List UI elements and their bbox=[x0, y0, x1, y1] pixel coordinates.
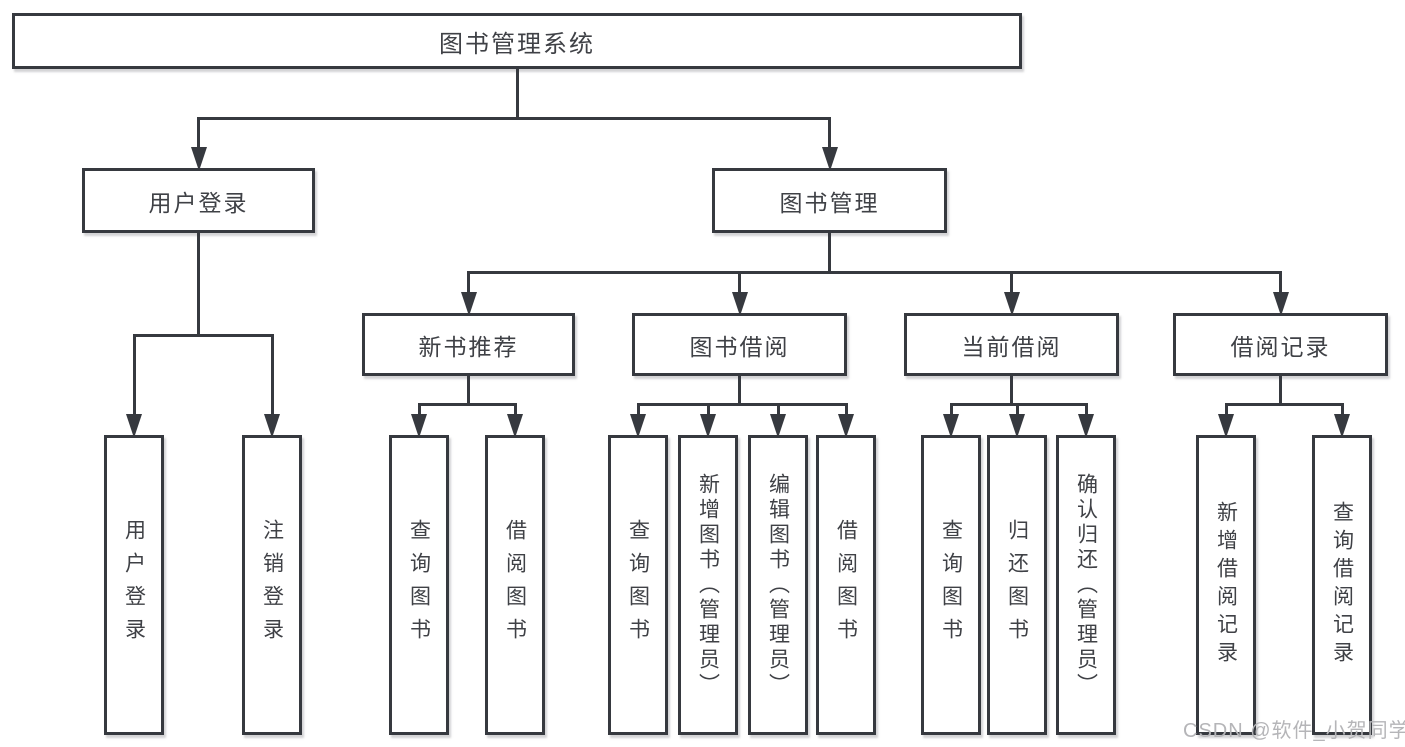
arrowhead-down-icon bbox=[821, 147, 838, 171]
node-logout: 注销登录 bbox=[242, 435, 302, 735]
connector-hline bbox=[636, 402, 848, 406]
node-borrow-books-2: 借阅图书 bbox=[816, 435, 876, 735]
arrowhead-down-icon bbox=[411, 414, 427, 438]
connector-hline bbox=[417, 402, 517, 406]
connector-vline bbox=[417, 404, 421, 415]
node-label-logout: 注销登录 bbox=[260, 519, 284, 651]
node-label-query-books-1: 查询图书 bbox=[407, 519, 431, 651]
node-query-borrow-record: 查询借阅记录 bbox=[1312, 435, 1372, 735]
connector-vline bbox=[1015, 404, 1019, 415]
node-query-books-3: 查询图书 bbox=[921, 435, 981, 735]
arrowhead-down-icon bbox=[1218, 414, 1234, 438]
node-label-query-borrow-record: 查询借阅记录 bbox=[1330, 501, 1354, 669]
connector-vline bbox=[1340, 404, 1344, 415]
node-label-borrow-records: 借阅记录 bbox=[1230, 333, 1331, 360]
connector-hline bbox=[949, 402, 1088, 406]
node-return-books: 归还图书 bbox=[987, 435, 1047, 735]
connector-vline bbox=[828, 232, 831, 272]
node-label-edit-books-admin: 编辑图书（管理员） bbox=[766, 472, 790, 698]
connector-vline bbox=[513, 404, 517, 415]
arrowhead-down-icon bbox=[1003, 292, 1020, 316]
node-label-new-book-rec: 新书推荐 bbox=[418, 333, 519, 360]
node-query-books-1: 查询图书 bbox=[389, 435, 449, 735]
node-book-borrow: 图书借阅 bbox=[632, 313, 847, 376]
node-user-login: 用户登录 bbox=[104, 435, 164, 735]
connector-vline bbox=[467, 375, 470, 404]
node-add-borrow-record: 新增借阅记录 bbox=[1196, 435, 1256, 735]
connector-hline bbox=[467, 270, 1282, 274]
connector-hline bbox=[197, 116, 831, 120]
connector-vline bbox=[1084, 404, 1088, 415]
connector-vline bbox=[738, 272, 741, 293]
arrowhead-down-icon bbox=[190, 147, 207, 171]
connector-vline bbox=[197, 232, 200, 335]
node-borrow-books-1: 借阅图书 bbox=[485, 435, 545, 735]
connector-vline bbox=[1224, 404, 1228, 415]
arrowhead-down-icon bbox=[1078, 414, 1094, 438]
node-label-borrow-books-1: 借阅图书 bbox=[503, 519, 527, 651]
arrowhead-down-icon bbox=[770, 414, 786, 438]
node-label-root: 图书管理系统 bbox=[439, 30, 595, 58]
connector-vline bbox=[776, 404, 780, 415]
arrowhead-down-icon bbox=[264, 414, 280, 438]
arrowhead-down-icon bbox=[460, 292, 477, 316]
connector-hline bbox=[132, 333, 274, 337]
node-label-book-borrow: 图书借阅 bbox=[689, 333, 790, 360]
connector-vline bbox=[515, 68, 519, 118]
connector-vline bbox=[1010, 375, 1013, 404]
node-current-borrow: 当前借阅 bbox=[904, 313, 1119, 376]
connector-vline bbox=[197, 118, 200, 148]
node-label-user-login: 用户登录 bbox=[122, 519, 146, 651]
node-root: 图书管理系统 bbox=[12, 13, 1022, 69]
node-label-query-books-2: 查询图书 bbox=[626, 519, 650, 651]
connector-vline bbox=[467, 272, 470, 293]
connector-hline bbox=[1224, 402, 1344, 406]
connector-vline bbox=[1010, 272, 1013, 293]
connector-vline bbox=[949, 404, 953, 415]
node-label-query-books-3: 查询图书 bbox=[939, 519, 963, 651]
node-add-books-admin: 新增图书（管理员） bbox=[678, 435, 738, 735]
connector-vline bbox=[706, 404, 710, 415]
node-label-add-books-admin: 新增图书（管理员） bbox=[696, 472, 720, 698]
node-user-login-group: 用户登录 bbox=[82, 168, 315, 233]
node-label-book-mgmt: 图书管理 bbox=[779, 189, 880, 216]
arrowhead-down-icon bbox=[731, 292, 748, 316]
node-edit-books-admin: 编辑图书（管理员） bbox=[748, 435, 808, 735]
arrowhead-down-icon bbox=[1334, 414, 1350, 438]
arrowhead-down-icon bbox=[126, 414, 142, 438]
connector-vline bbox=[636, 404, 640, 415]
connector-vline bbox=[132, 335, 136, 415]
node-label-return-books: 归还图书 bbox=[1005, 519, 1029, 651]
arrowhead-down-icon bbox=[507, 414, 523, 438]
connector-vline bbox=[844, 404, 848, 415]
arrowhead-down-icon bbox=[943, 414, 959, 438]
connector-vline bbox=[828, 118, 831, 148]
connector-vline bbox=[270, 335, 274, 415]
node-label-user-login-group: 用户登录 bbox=[148, 189, 249, 216]
connector-vline bbox=[738, 375, 741, 404]
arrowhead-down-icon bbox=[630, 414, 646, 438]
arrowhead-down-icon bbox=[1009, 414, 1025, 438]
node-confirm-return-admin: 确认归还（管理员） bbox=[1056, 435, 1116, 735]
connector-vline bbox=[1279, 272, 1282, 293]
node-label-confirm-return-admin: 确认归还（管理员） bbox=[1074, 472, 1098, 698]
watermark: CSDN @软件_小贺同学 bbox=[1183, 720, 1405, 742]
arrowhead-down-icon bbox=[700, 414, 716, 438]
arrowhead-down-icon bbox=[838, 414, 854, 438]
node-label-borrow-books-2: 借阅图书 bbox=[834, 519, 858, 651]
node-new-book-rec: 新书推荐 bbox=[362, 313, 575, 376]
node-query-books-2: 查询图书 bbox=[608, 435, 668, 735]
node-label-add-borrow-record: 新增借阅记录 bbox=[1214, 501, 1238, 669]
node-book-mgmt: 图书管理 bbox=[712, 168, 947, 233]
node-label-current-borrow: 当前借阅 bbox=[961, 333, 1062, 360]
connector-vline bbox=[1279, 375, 1282, 404]
node-borrow-records: 借阅记录 bbox=[1173, 313, 1388, 376]
arrowhead-down-icon bbox=[1272, 292, 1289, 316]
